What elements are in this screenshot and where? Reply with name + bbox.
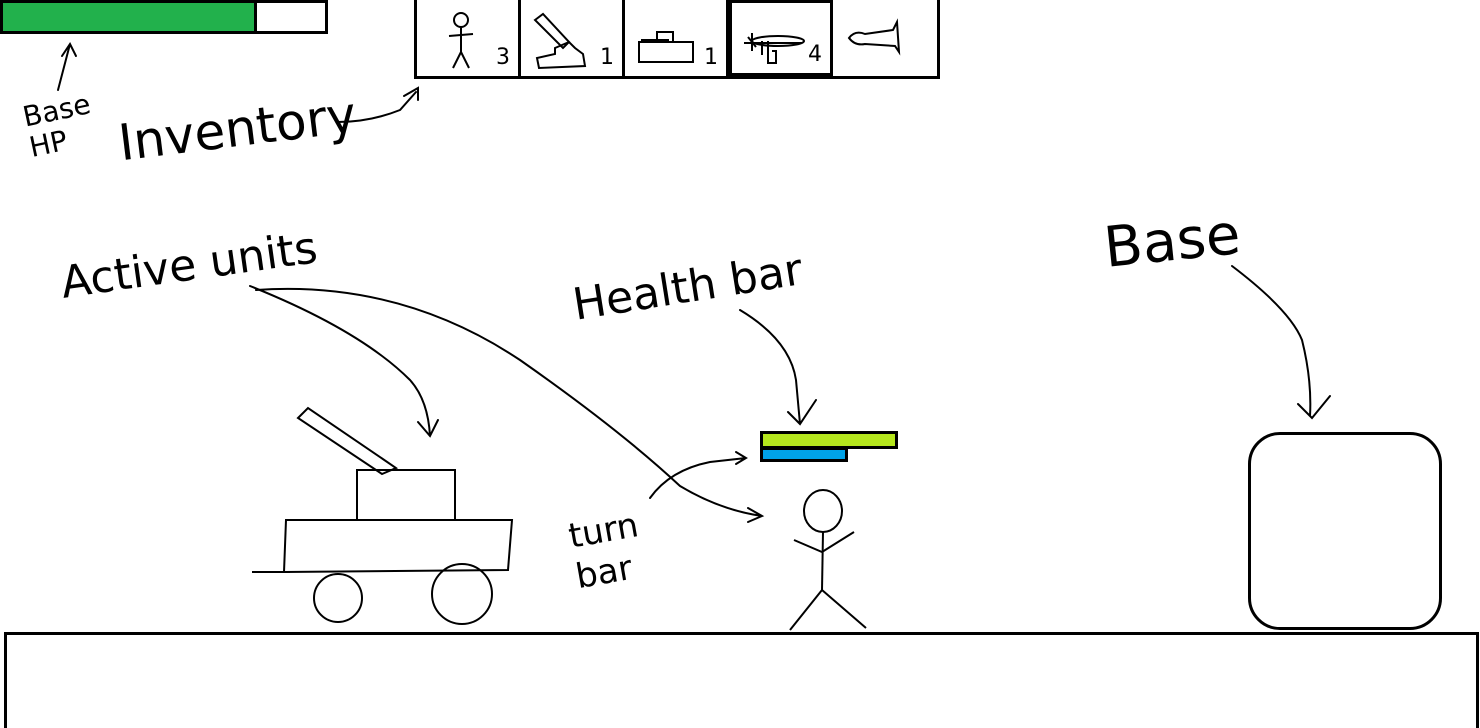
tank-icon (638, 31, 694, 63)
label-active-units: Active units (57, 222, 321, 309)
slot-count: 3 (496, 45, 510, 70)
ground-panel (4, 632, 1479, 728)
label-base-hp: Base HP (19, 87, 94, 164)
inventory-slot-catapult[interactable]: 1 (521, 0, 625, 76)
catapult-icon (533, 12, 587, 70)
soldier-unit[interactable] (789, 489, 867, 631)
slot-count: 1 (704, 45, 718, 70)
inventory-slot-soldier[interactable]: 3 (417, 0, 521, 76)
catapult-unit[interactable] (252, 406, 514, 625)
inventory-slot-plane[interactable]: 4 (729, 0, 833, 76)
label-inventory: Inventory (115, 85, 360, 173)
base-hp-bar (0, 0, 328, 34)
base-hp-fill (3, 3, 258, 31)
rocket-icon (847, 18, 901, 56)
soldier-icon (448, 12, 474, 69)
inventory-slot-tank[interactable]: 1 (625, 0, 729, 76)
plane-icon (744, 33, 805, 64)
inventory-bar: 3 1 1 4 (414, 0, 940, 79)
label-base: Base (1100, 202, 1244, 281)
unit-turn-bar (760, 447, 848, 462)
inventory-slot-rocket[interactable] (833, 0, 937, 76)
label-health-bar: Health bar (569, 244, 806, 331)
enemy-base[interactable] (1248, 432, 1442, 630)
slot-count: 1 (600, 45, 614, 70)
label-turn-bar: turn bar (565, 505, 642, 597)
slot-count: 4 (808, 42, 822, 67)
